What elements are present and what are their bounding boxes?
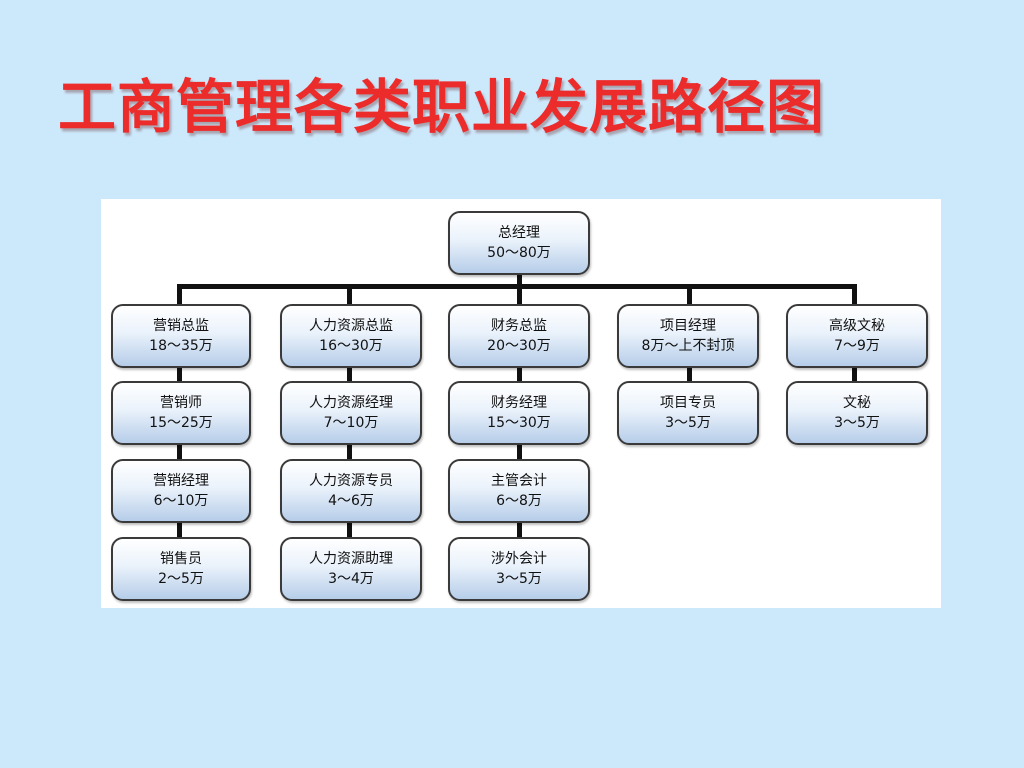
node-title: 人力资源专员 (309, 473, 393, 489)
connector-link (347, 521, 352, 539)
node-marketer: 营销师 15～25万 (111, 381, 251, 445)
connector-link (517, 443, 522, 461)
node-salary: 6～8万 (496, 493, 542, 509)
node-chief-accountant: 主管会计 6～8万 (448, 459, 590, 523)
node-title: 人力资源经理 (309, 395, 393, 411)
node-salary: 7～10万 (323, 415, 379, 431)
node-hr-manager: 人力资源经理 7～10万 (280, 381, 422, 445)
node-secretary: 文秘 3～5万 (786, 381, 928, 445)
node-project-specialist: 项目专员 3～5万 (617, 381, 759, 445)
node-salary: 15～30万 (487, 415, 551, 431)
node-salary: 15～25万 (149, 415, 213, 431)
node-salary: 7～9万 (834, 338, 880, 354)
node-marketing-director: 营销总监 18～35万 (111, 304, 251, 368)
node-general-manager: 总经理 50～80万 (448, 211, 590, 275)
connector-col-1 (177, 284, 182, 306)
connector-col-2 (347, 284, 352, 306)
node-title: 财务总监 (491, 318, 547, 334)
connector-col-4 (687, 284, 692, 306)
connector-link (177, 443, 182, 461)
connector-link (687, 365, 692, 383)
node-salary: 18～35万 (149, 338, 213, 354)
node-title: 销售员 (160, 551, 202, 567)
slide-title: 工商管理各类职业发展路径图 (58, 73, 826, 141)
node-hr-assistant: 人力资源助理 3～4万 (280, 537, 422, 601)
node-salary: 6～10万 (153, 493, 209, 509)
node-title: 财务经理 (491, 395, 547, 411)
node-senior-secretary: 高级文秘 7～9万 (786, 304, 928, 368)
node-salary: 3～4万 (328, 571, 374, 587)
node-salesperson: 销售员 2～5万 (111, 537, 251, 601)
node-title: 总经理 (498, 225, 540, 241)
connector-link (347, 443, 352, 461)
node-title: 营销总监 (153, 318, 209, 334)
connector-link (177, 521, 182, 539)
node-salary: 16～30万 (319, 338, 383, 354)
connector-link (852, 365, 857, 383)
node-salary: 4～6万 (328, 493, 374, 509)
career-path-diagram: 总经理 50～80万 营销总监 18～35万 营销师 15～25万 营销经理 6… (101, 199, 941, 608)
node-title: 人力资源助理 (309, 551, 393, 567)
node-finance-manager: 财务经理 15～30万 (448, 381, 590, 445)
node-salary: 20～30万 (487, 338, 551, 354)
node-hr-specialist: 人力资源专员 4～6万 (280, 459, 422, 523)
node-title: 营销师 (160, 395, 202, 411)
node-title: 高级文秘 (829, 318, 885, 334)
node-salary: 3～5万 (834, 415, 880, 431)
node-finance-director: 财务总监 20～30万 (448, 304, 590, 368)
connector-root (517, 273, 522, 287)
node-hr-director: 人力资源总监 16～30万 (280, 304, 422, 368)
node-salary: 50～80万 (487, 245, 551, 261)
node-salary: 2～5万 (158, 571, 204, 587)
node-foreign-accountant: 涉外会计 3～5万 (448, 537, 590, 601)
connector-link (517, 521, 522, 539)
node-salary: 3～5万 (665, 415, 711, 431)
node-title: 文秘 (843, 395, 871, 411)
node-title: 项目经理 (660, 318, 716, 334)
node-title: 主管会计 (491, 473, 547, 489)
node-title: 涉外会计 (491, 551, 547, 567)
node-title: 人力资源总监 (309, 318, 393, 334)
node-marketing-manager: 营销经理 6～10万 (111, 459, 251, 523)
node-salary: 3～5万 (496, 571, 542, 587)
connector-col-3 (517, 284, 522, 306)
node-title: 营销经理 (153, 473, 209, 489)
connector-link (347, 365, 352, 383)
node-salary: 8万～上不封顶 (641, 338, 735, 354)
connector-link (517, 365, 522, 383)
node-title: 项目专员 (660, 395, 716, 411)
node-project-manager: 项目经理 8万～上不封顶 (617, 304, 759, 368)
connector-col-5 (852, 284, 857, 306)
connector-link (177, 365, 182, 383)
